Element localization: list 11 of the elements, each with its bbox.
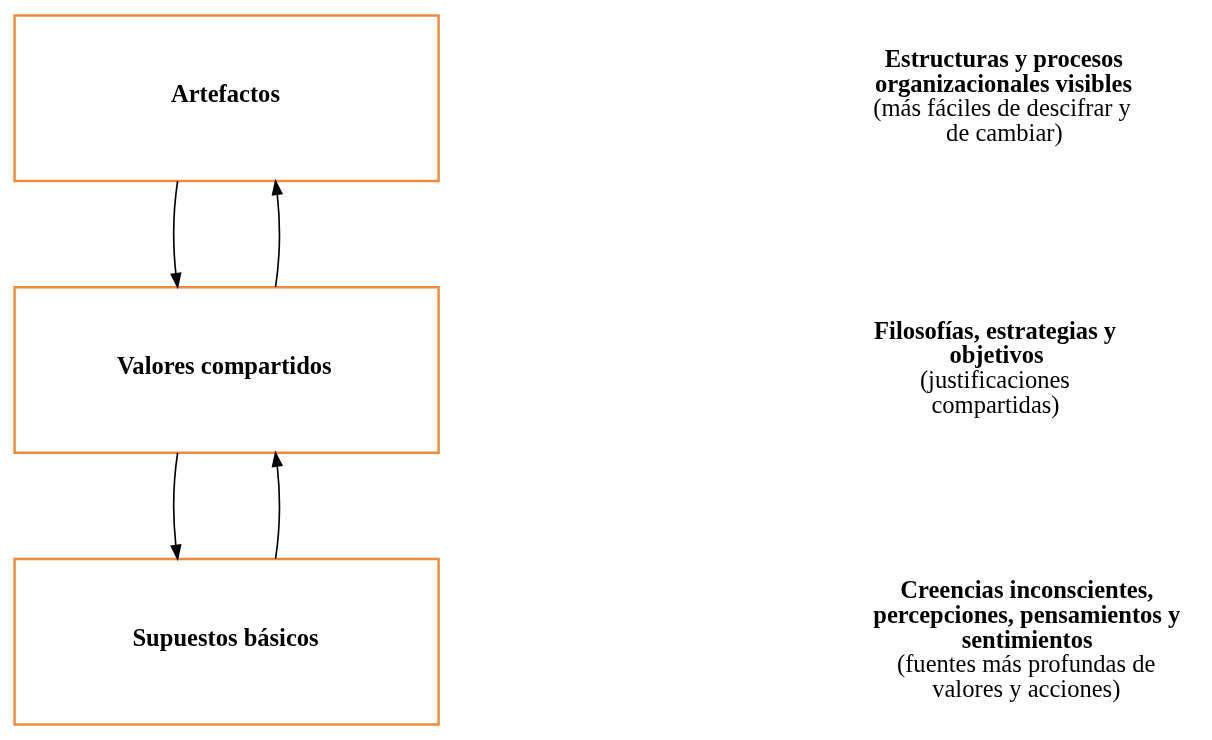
node-label: Creencias inconscientes, percepciones, pensamientos y sentimientos [873,576,1181,653]
node-box: Valores compartidos [13,286,440,454]
node-label: Filosofías, estrategias y objetivos [874,316,1117,369]
arrow [170,452,182,562]
node-box: Supuestos básicos [13,557,440,726]
node-box: Artefactos [13,14,440,183]
arrow [271,178,284,288]
node-label: Estructuras y procesos organizacionales visibles [874,45,1132,97]
arrow [271,450,284,560]
arrow [170,180,182,290]
node-label: (fuentes más profundas de valores y acciones) [897,650,1156,702]
